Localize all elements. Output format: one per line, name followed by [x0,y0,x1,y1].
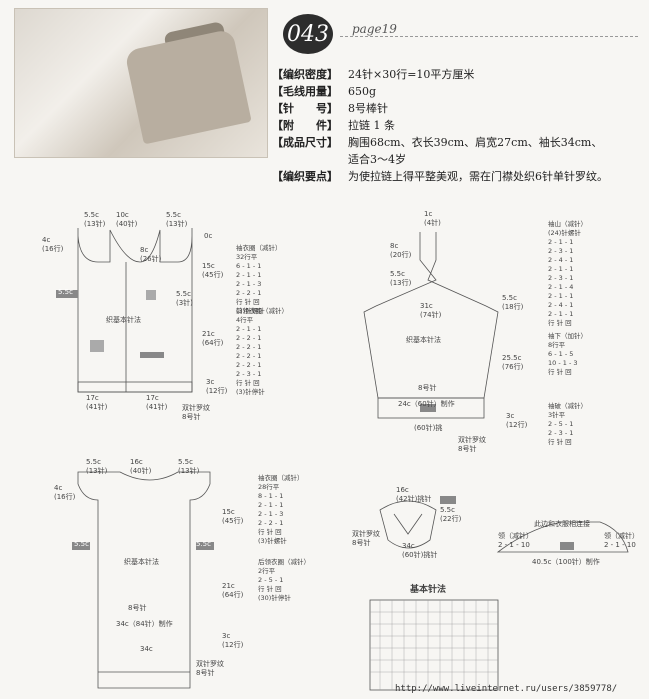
back-cast-on: 34c（84针）制作 [116,620,173,628]
band-title: 此边和衣服相连接 [534,520,590,528]
back-right-dim-0: 15c(45行) [222,508,244,525]
pattern-number-badge: 043 [283,14,333,54]
back-bottom: 34c [140,645,153,653]
front-top-dim-right: 5.5c(13针) [166,211,188,228]
sleeve-needle-label: 8号针 [418,384,437,392]
collar-top-dim: 16c(42针)挑针 [396,486,432,503]
sleeve-cast-on: 24c（60针）制作 [398,400,455,408]
chart-title: 基本针法 [410,585,447,595]
front-mark-left: 5.5c [58,288,73,296]
front-rib [77,381,193,393]
back-center-label: 织基本针法 [124,558,159,566]
front-neck-dim: 8c(26针) [140,246,162,263]
band-bottom: 40.5c（100针）制作 [532,558,600,566]
spec-row: 【编织密度】24针×30行=10平方厘米 [272,68,475,81]
page-reference: page19 [352,22,397,36]
collar-side-dim: 5.5c(22行) [440,506,462,523]
band-outline [496,521,629,553]
front-outline [77,228,193,393]
front-label-patch [56,290,78,298]
back-left-dim: 4c(16行) [54,484,76,501]
front-pocket-left [146,290,156,300]
band-center [560,542,574,550]
front-mark-right: 5.5c(3针) [176,290,193,307]
collar-inner [393,513,423,535]
band-right-note: 领（减针）2 - 1 - 10 [604,532,639,549]
spec-row: 适合3～4岁 [348,153,406,166]
spec-row: 【附 件】拉链 1 条 [272,119,395,132]
back-mark-left: 5.5c [74,540,89,548]
front-right-dim-2: 21c(64行) [202,330,224,347]
sleeve-top-dim: 1c(4针) [424,210,441,227]
spec-list: 【编织密度】24针×30行=10平方厘米 【毛线用量】650g 【针 号】8号棒… [272,66,642,185]
back-top-dim-right: 5.5c(13针) [178,458,200,475]
spec-row: 【成品尺寸】胸围68cm、衣长39cm、肩宽27cm、袖长34cm、 [272,136,603,149]
collar-bottom: 34c(60针)挑针 [402,542,438,559]
front-top-dim-left: 5.5c(13针) [84,211,106,228]
garment-photo [14,8,268,158]
spec-row: 【毛线用量】650g [272,85,377,98]
back-outline [77,471,211,689]
band-left-note: 领（减针）2 - 1 - 10 [498,532,533,549]
front-bottom-right: 17c(41针) [146,394,168,411]
back-label-left [72,542,90,550]
sleeve-right-dim-0: 5.5c(18行) [502,294,524,311]
sleeve-width-dim: 31c(74针) [420,302,442,319]
sleeve-center-label: 织基本针法 [406,336,441,344]
collar-mark [440,496,456,504]
spec-row: 【编织要点】为使拉链上得平整美观，需在门襟处织6针单针罗纹。 [272,170,608,183]
source-watermark: http://www.liveinternet.ru/users/3859778… [395,684,618,694]
sleeve-right-dim-2: 3c(12行) [506,412,528,429]
back-right-dim-1: 21c(64行) [222,582,244,599]
sleeve-mark [420,404,436,412]
stitch-chart-frame [369,599,499,691]
front-right-dim-0: 0c [204,232,213,240]
sleeve-cuff [377,397,485,419]
front-top-dim-mid: 10c(40针) [116,211,138,228]
front-bar [140,352,164,358]
sleeve-neck-dim: 8c(20行) [390,242,412,259]
front-center-label: 织基本针法 [106,316,141,324]
back-top-dim-mid: 16c(40针) [130,458,152,475]
back-right-dim-2: 3c(12行) [222,632,244,649]
sleeve-cuff-label: (60针)挑 [414,424,443,432]
spec-row: 【针 号】8号棒针 [272,102,388,115]
sleeve-cap-dim: 5.5c(13行) [390,270,412,287]
back-needle-label: 8号针 [128,604,147,612]
sleeve-right-dim-1: 25.5c(76行) [502,354,524,371]
front-right-dim-3: 3c(12行) [206,378,228,395]
front-right-dim-1: 15c(45行) [202,262,224,279]
back-label-right [196,542,214,550]
front-pocket-lower [90,340,104,352]
collar-outline [379,500,437,549]
header-divider [340,36,638,37]
back-mark-right: 5.5c [196,540,211,548]
front-bottom-left: 17c(41针) [86,394,108,411]
front-left-dim: 4c(16行) [42,236,64,253]
back-top-dim-left: 5.5c(13针) [86,458,108,475]
